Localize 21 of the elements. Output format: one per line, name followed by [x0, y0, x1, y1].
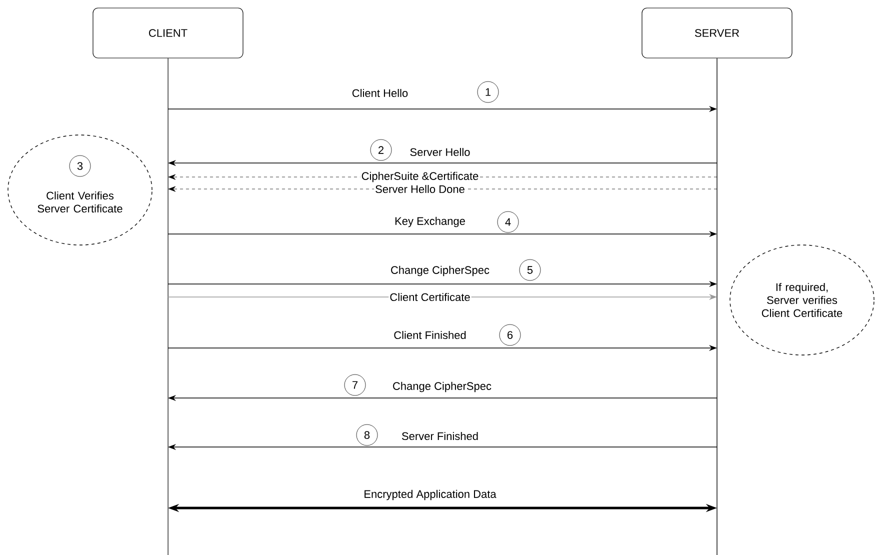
edge-label: CipherSuite &Certificate [360, 170, 480, 184]
participant-box: SERVER [642, 8, 792, 58]
step-number: 8 [356, 424, 378, 446]
edge-label: Client Hello [350, 88, 410, 98]
step-number: 4 [497, 211, 519, 233]
step-number: 3 [69, 155, 91, 177]
edge-label: Server Hello [408, 146, 472, 158]
edge-label: Change CipherSpec [391, 380, 493, 394]
edge-label: Server Finished [400, 430, 480, 442]
edge-label: Key Exchange [394, 216, 466, 228]
step-number: 7 [344, 374, 366, 396]
step-number: 5 [519, 259, 541, 281]
step-number: 1 [477, 81, 499, 103]
step-number: 2 [370, 139, 392, 161]
edge-label: Client Certificate [388, 292, 472, 302]
edge-label: Change CipherSpec [389, 264, 491, 278]
step-number: 6 [499, 324, 521, 346]
participant-box: CLIENT [92, 8, 244, 58]
edge-label: Client Finished [392, 330, 468, 340]
edge-label: Encrypted Application Data [362, 488, 498, 502]
edge-label: Server Hello Done [374, 184, 466, 194]
